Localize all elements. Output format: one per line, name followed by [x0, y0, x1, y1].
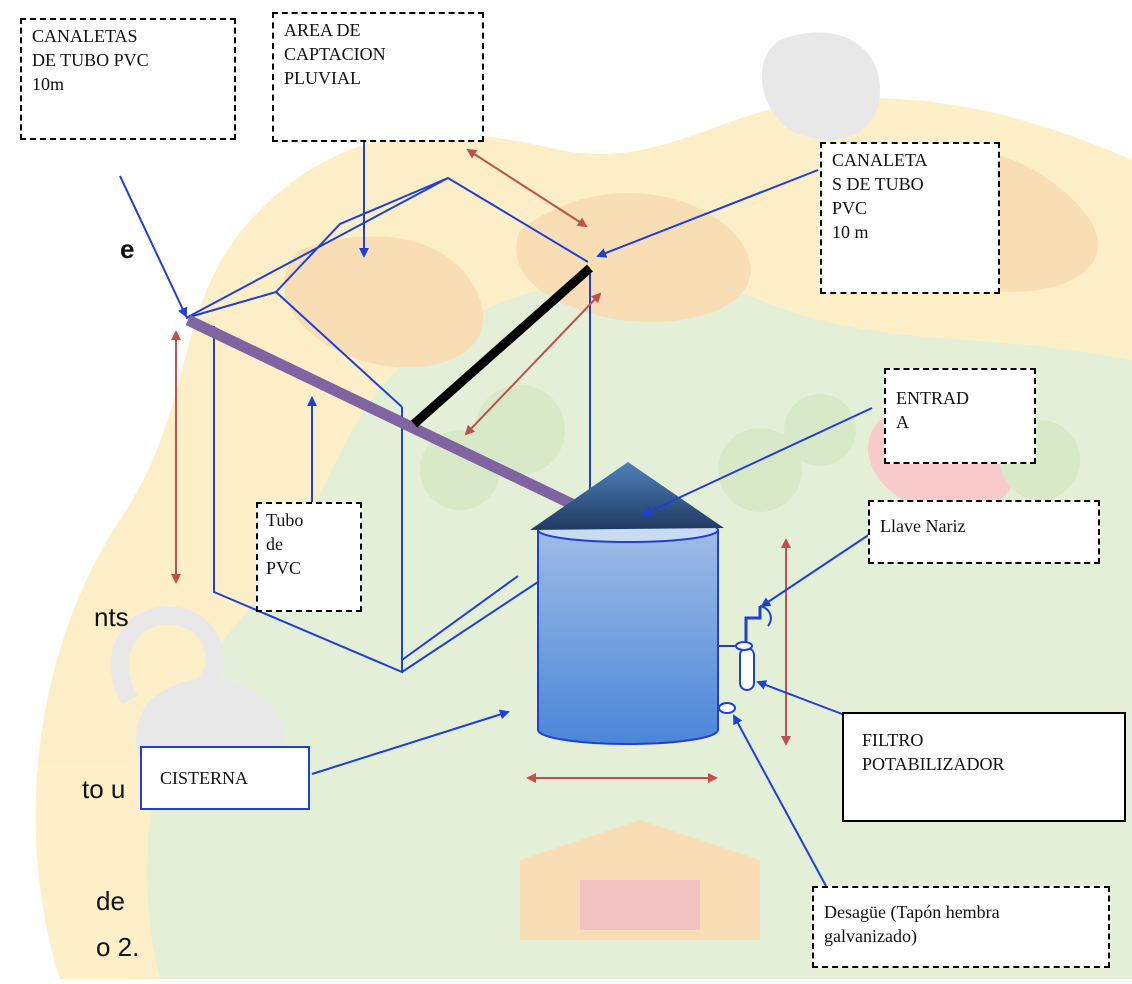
filter-joint: [735, 641, 753, 651]
front-wall: [213, 326, 403, 674]
arrow-llave-nariz: [760, 533, 871, 608]
dimension-arrows: [171, 148, 791, 783]
label-cisterna: CISTERNA: [140, 746, 310, 810]
roof-length-arrow: [464, 292, 602, 436]
arrow-canaletas-left: [119, 175, 188, 318]
arrow-canaletas-right: [596, 169, 819, 258]
side-text-4: de: [96, 886, 125, 916]
pvc-pipe-purple: [185, 315, 579, 511]
arrow-cisterna: [311, 709, 510, 775]
drain-plug: [718, 702, 736, 714]
label-desague: Desagüe (Tapón hembra galvanizado): [812, 886, 1110, 968]
label-canaletas-left: CANALETAS DE TUBO PVC 10m: [20, 18, 236, 140]
tank-body: [537, 529, 719, 745]
arrow-desague: [733, 714, 827, 887]
faucet-pipe: [744, 606, 762, 642]
callout-arrows: [119, 138, 873, 887]
side-text-2: nts: [94, 602, 129, 632]
roof-depth-arrow: [466, 148, 588, 228]
arrow-filtro: [756, 680, 843, 715]
tank-roof: [530, 462, 724, 530]
arrow-entrada: [642, 407, 873, 516]
side-text-3: to u: [82, 774, 126, 804]
wall-base-line: [401, 577, 545, 673]
label-filtro-potabilizador: FILTRO POTABILIZADOR: [842, 712, 1126, 822]
label-area-captacion: AREA DE CAPTACION PLUVIAL: [272, 12, 484, 142]
roof-back-slope: [275, 177, 449, 293]
label-tubo-pvc: Tubo de PVC: [256, 502, 362, 612]
house-wireframe: [185, 176, 591, 674]
label-llave-nariz: Llave Nariz: [868, 500, 1100, 564]
label-canaletas-right: CANALETA S DE TUBO PVC 10 m: [820, 142, 1000, 294]
side-text-1: e: [120, 234, 135, 264]
side-text-5: o 2.: [96, 932, 140, 962]
cistern-tank: [530, 462, 772, 745]
filter-cartridge: [739, 647, 755, 691]
label-entrada: ENTRAD A: [884, 368, 1036, 464]
tank-to-house-line: [401, 575, 519, 661]
